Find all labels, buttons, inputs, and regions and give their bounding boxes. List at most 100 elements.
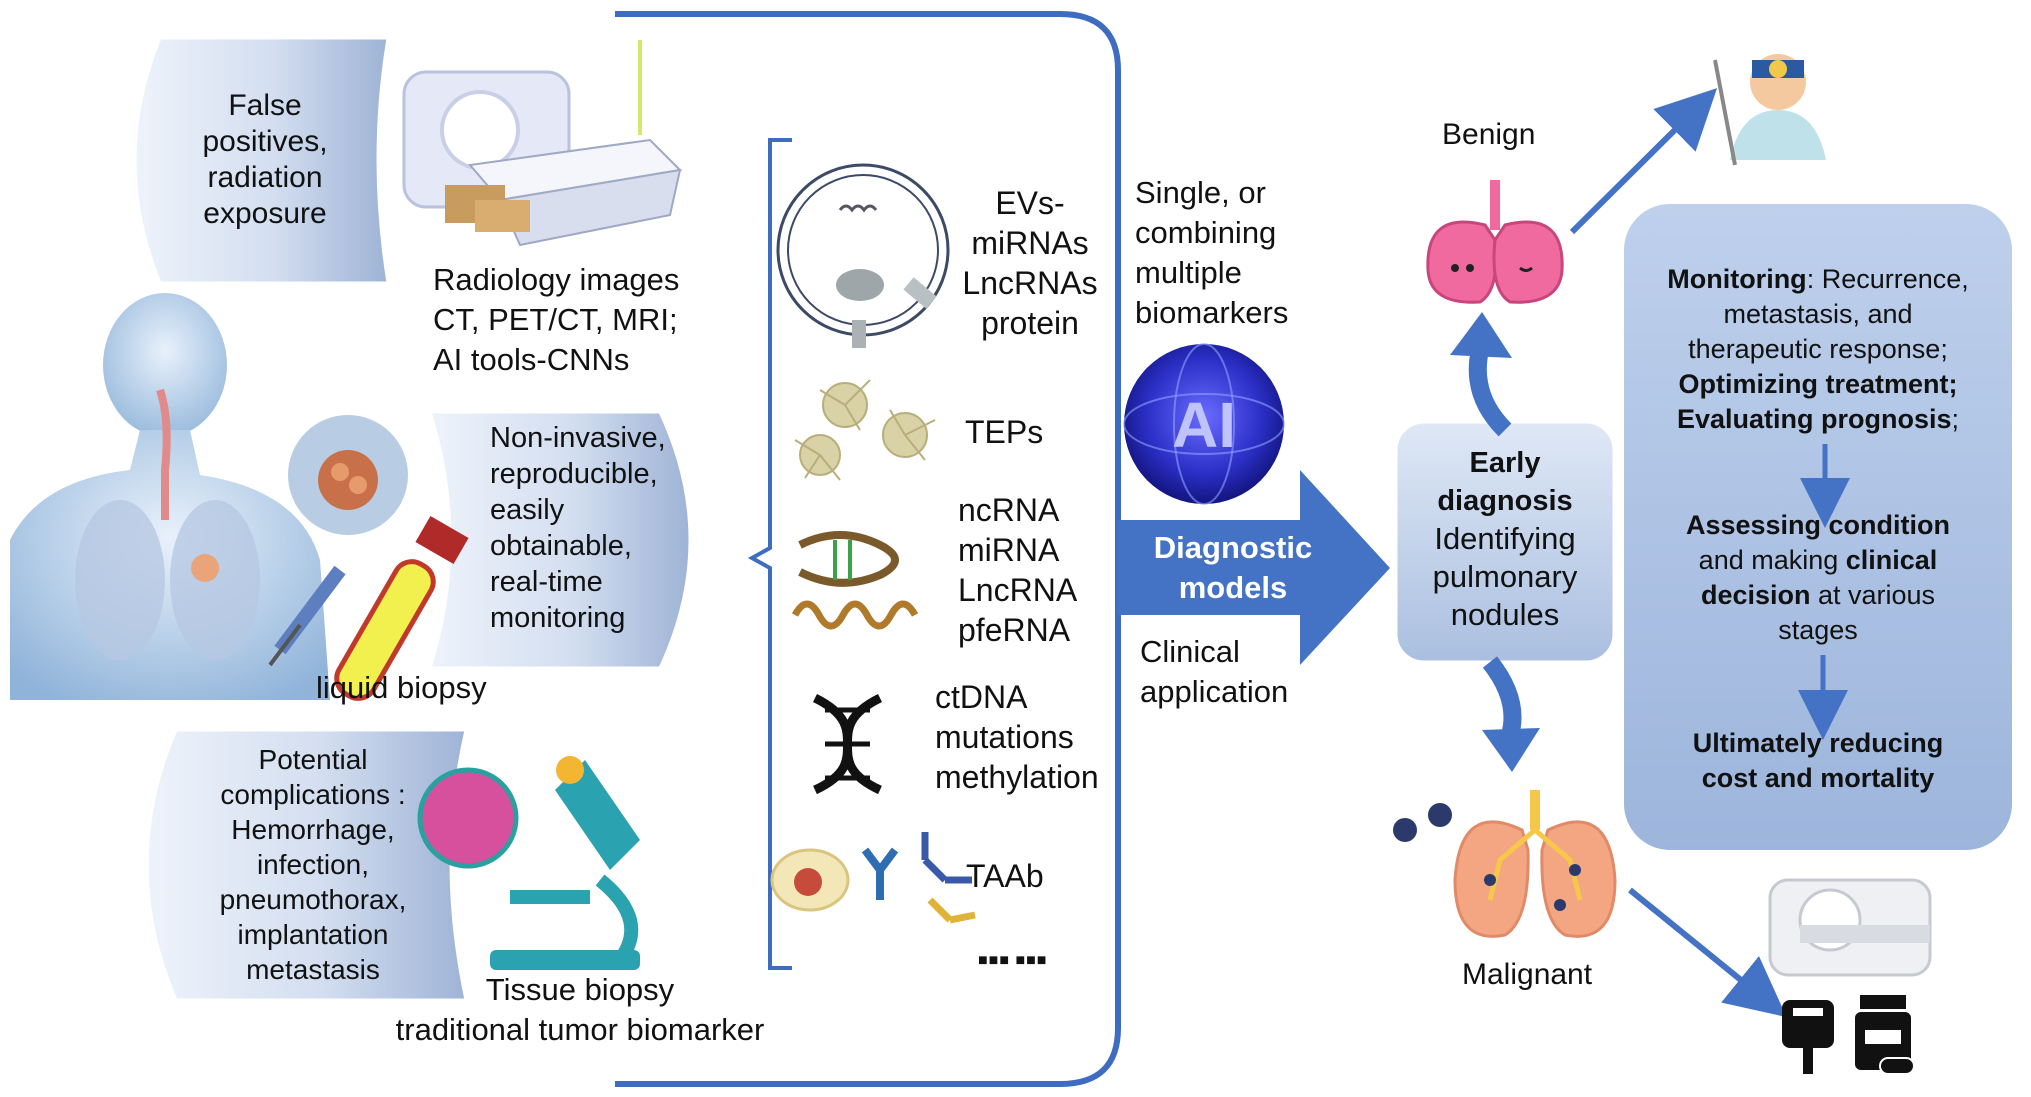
radiology-caption-line: Radiology images	[433, 262, 680, 297]
pill-bottle-icon	[1855, 995, 1915, 1075]
combining-line: combining	[1135, 215, 1277, 250]
platelet-illustration	[794, 379, 936, 481]
tissue-callout-line: Hemorrhage,	[231, 813, 395, 845]
optimizing-text: Optimizing treatment;	[1678, 369, 1958, 399]
monitoring-text: Monitoring: Recurrence, metastasis, and …	[1628, 262, 2008, 437]
benign-label: Benign	[1442, 118, 1536, 151]
evaluating-tail: ;	[1951, 404, 1960, 434]
surgeon-icon	[1713, 54, 1826, 166]
callout-radiology-shape	[133, 36, 390, 285]
iv-bag-icon	[1782, 1000, 1834, 1074]
malignant-lungs-illustration	[1393, 790, 1617, 938]
monitoring-rest: : Recurrence,	[1806, 264, 1969, 294]
liquid-biopsy-caption: liquid biopsy	[316, 670, 487, 705]
evs-label: EVs- miRNAs LncRNAs protein	[955, 183, 1105, 343]
liquid-callout-line: Non-invasive,	[490, 422, 666, 454]
monitoring-line: therapeutic response;	[1688, 334, 1948, 364]
ai-badge-text: AI	[1172, 389, 1236, 461]
radiology-caption: Radiology images CT, PET/CT, MRI; AI too…	[433, 260, 679, 380]
tissue-caption-line: Tissue biopsy	[485, 972, 675, 1007]
radiology-callout-line: radiation	[207, 161, 323, 194]
arrow-label-line: models	[1178, 570, 1288, 605]
ncrna-label: ncRNA miRNA LncRNA pfeRNA	[958, 490, 1077, 650]
early-diagnosis-text: Early diagnosis Identifying pulmonary no…	[1396, 444, 1614, 634]
assessing-tail: at various	[1810, 580, 1936, 610]
ctdna-label: ctDNA mutations methylation	[935, 677, 1099, 797]
radiology-callout: False positives, radiation exposure	[140, 70, 390, 250]
liquid-callout-line: easily	[490, 494, 565, 526]
blood-tube-syringe-illustration	[268, 516, 469, 701]
combining-biomarkers-text: Single, or combining multiple biomarkers	[1135, 173, 1288, 333]
tissue-callout: Potential complications : Hemorrhage, in…	[168, 738, 458, 990]
tissue-callout-line: Potential	[258, 743, 368, 775]
benign-lungs-illustration	[1426, 180, 1564, 304]
early-line: Identifying	[1434, 521, 1576, 556]
human-body-illustration	[10, 293, 330, 700]
evaluating-text: Evaluating prognosis	[1676, 404, 1952, 434]
radiology-callout-line: exposure	[203, 197, 327, 230]
tissue-caption-line: traditional tumor biomarker	[395, 1012, 765, 1047]
malignant-label: Malignant	[1462, 958, 1593, 991]
tumor-cell-illustration	[284, 411, 412, 539]
diagnostic-models-arrow	[1118, 470, 1390, 665]
ncrna-line: pfeRNA	[958, 612, 1071, 648]
ctdna-line: mutations	[935, 719, 1074, 755]
combining-line: biomarkers	[1135, 295, 1289, 330]
combining-line: Single, or	[1135, 175, 1266, 210]
ncrna-line: miRNA	[958, 532, 1060, 568]
clinical-line: Clinical	[1140, 634, 1240, 669]
ultimately-line: cost and mortality	[1701, 763, 1935, 793]
tissue-callout-line: metastasis	[246, 953, 380, 985]
liquid-callout: Non-invasive, reproducible, easily obtai…	[490, 420, 666, 636]
microscope-illustration	[417, 756, 640, 970]
arrow-label-line: Diagnostic	[1153, 530, 1313, 565]
ai-orb	[1124, 344, 1284, 504]
ct-scanner-illustration	[402, 40, 683, 247]
liquid-callout-line: real-time	[490, 566, 603, 598]
early-line: pulmonary	[1432, 559, 1578, 594]
ultimately-line: Ultimately reducing	[1692, 728, 1944, 758]
diagnostic-models-label: Diagnostic models	[1128, 528, 1338, 608]
early-bold-line: Early	[1469, 447, 1541, 479]
ncrna-line: LncRNA	[958, 572, 1078, 608]
assessing-bold2: clinical	[1845, 545, 1938, 575]
evs-line: EVs-	[995, 185, 1065, 221]
tissue-callout-line: infection,	[256, 848, 370, 880]
rna-illustration	[791, 531, 919, 630]
evs-line: protein	[981, 305, 1079, 341]
early-bold-line: diagnosis	[1437, 485, 1573, 517]
more-biomarkers-ellipsis: ■■■ ■■■	[978, 952, 1048, 969]
antibody-illustration	[770, 832, 976, 924]
arrow-down-malignant	[1482, 728, 1540, 772]
ultimately-text: Ultimately reducing cost and mortality	[1628, 726, 2008, 796]
ctdna-line: ctDNA	[935, 679, 1028, 715]
arrow-up-benign	[1450, 312, 1512, 358]
tissue-callout-line: complications :	[220, 778, 406, 810]
arrow-to-treatment	[1628, 887, 1787, 1018]
taab-label: TAAb	[966, 858, 1044, 894]
ct-machine-small-icon	[1768, 878, 1932, 977]
tissue-callout-line: implantation	[237, 918, 389, 950]
ncrna-line: ncRNA	[958, 492, 1060, 528]
liquid-callout-line: obtainable,	[490, 530, 632, 562]
radiology-caption-line: CT, PET/CT, MRI;	[433, 302, 678, 337]
monitoring-line: metastasis, and	[1723, 299, 1913, 329]
radiology-callout-line: False	[228, 89, 302, 122]
assessing-text: Assessing condition and making clinical …	[1628, 508, 2008, 648]
radiology-caption-line: AI tools-CNNs	[433, 342, 630, 377]
monitoring-bold: Monitoring	[1667, 264, 1807, 294]
radiology-callout-line: positives,	[202, 125, 328, 158]
tissue-callout-line: pneumothorax,	[219, 883, 407, 915]
evs-line: miRNAs	[971, 225, 1089, 261]
dna-icon	[812, 693, 883, 795]
evs-line: LncRNAs	[962, 265, 1098, 301]
early-line: nodules	[1450, 597, 1560, 632]
arrow-to-surgeon	[1569, 88, 1718, 235]
inner-brace	[747, 138, 792, 970]
assessing-last: stages	[1778, 615, 1858, 645]
liquid-callout-line: reproducible,	[490, 458, 658, 490]
teps-label: TEPs	[965, 414, 1044, 450]
clinical-line: application	[1140, 674, 1289, 709]
assessing-bold3: decision	[1700, 580, 1811, 610]
